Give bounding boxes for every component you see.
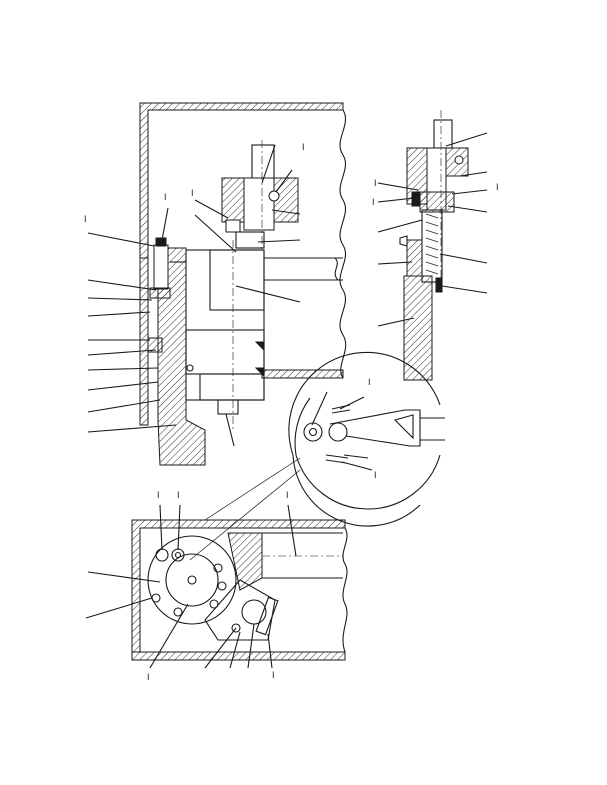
leaders-main-left <box>87 232 177 433</box>
circular-detail <box>189 351 445 561</box>
svg-text:I: I <box>191 188 194 198</box>
detail-tool-body <box>403 275 433 381</box>
bolt-head <box>155 237 167 247</box>
main-section-view <box>87 102 347 466</box>
detail-circle-outline <box>288 351 441 510</box>
plan-wall-bottom <box>131 651 346 661</box>
detail-hole <box>303 422 323 442</box>
plan-view <box>85 504 348 669</box>
plan-bore <box>165 553 219 607</box>
die-body <box>185 249 265 401</box>
break-line-top <box>339 109 347 379</box>
horizontal-rod <box>264 257 343 281</box>
leaders-main-right <box>161 144 301 447</box>
mounting-bolt <box>153 244 169 290</box>
plan-rod <box>262 532 343 579</box>
svg-text:I: I <box>157 490 160 500</box>
svg-text:I: I <box>368 377 371 387</box>
svg-text:I: I <box>372 197 375 207</box>
svg-text:I: I <box>177 490 180 500</box>
svg-text:I: I <box>496 182 499 192</box>
spacer-block <box>147 337 163 353</box>
svg-text:I: I <box>84 214 87 224</box>
pin-collar <box>235 231 265 249</box>
housing-wall-bottom <box>261 369 344 379</box>
pin-detail-view <box>377 110 488 381</box>
detail-pin-top <box>433 119 453 149</box>
detail-spring-housing <box>421 209 443 283</box>
svg-text:I: I <box>374 470 377 480</box>
housing-wall-left <box>139 257 149 426</box>
svg-text:I: I <box>272 670 275 680</box>
pin-hole <box>268 190 280 202</box>
callout-marks: I I I I I I I I I I I I I I <box>84 142 499 682</box>
svg-text:I: I <box>147 672 150 682</box>
svg-text:I: I <box>164 192 167 202</box>
detail-lever-arm <box>329 409 421 447</box>
svg-text:I: I <box>374 178 377 188</box>
svg-text:I: I <box>286 490 289 500</box>
plan-link <box>227 532 263 591</box>
upper-block <box>209 249 265 311</box>
middle-block <box>185 329 265 375</box>
detail-roller <box>328 422 348 442</box>
projection-line <box>204 457 301 521</box>
svg-text:I: I <box>302 142 305 152</box>
leaders-plan <box>85 504 297 669</box>
plan-pivot <box>241 599 267 625</box>
clamp-plate <box>149 287 171 299</box>
detail-collar <box>419 191 455 213</box>
lower-stud <box>217 399 239 415</box>
plan-lever-plate <box>204 579 276 641</box>
leaders-detail <box>377 132 488 327</box>
